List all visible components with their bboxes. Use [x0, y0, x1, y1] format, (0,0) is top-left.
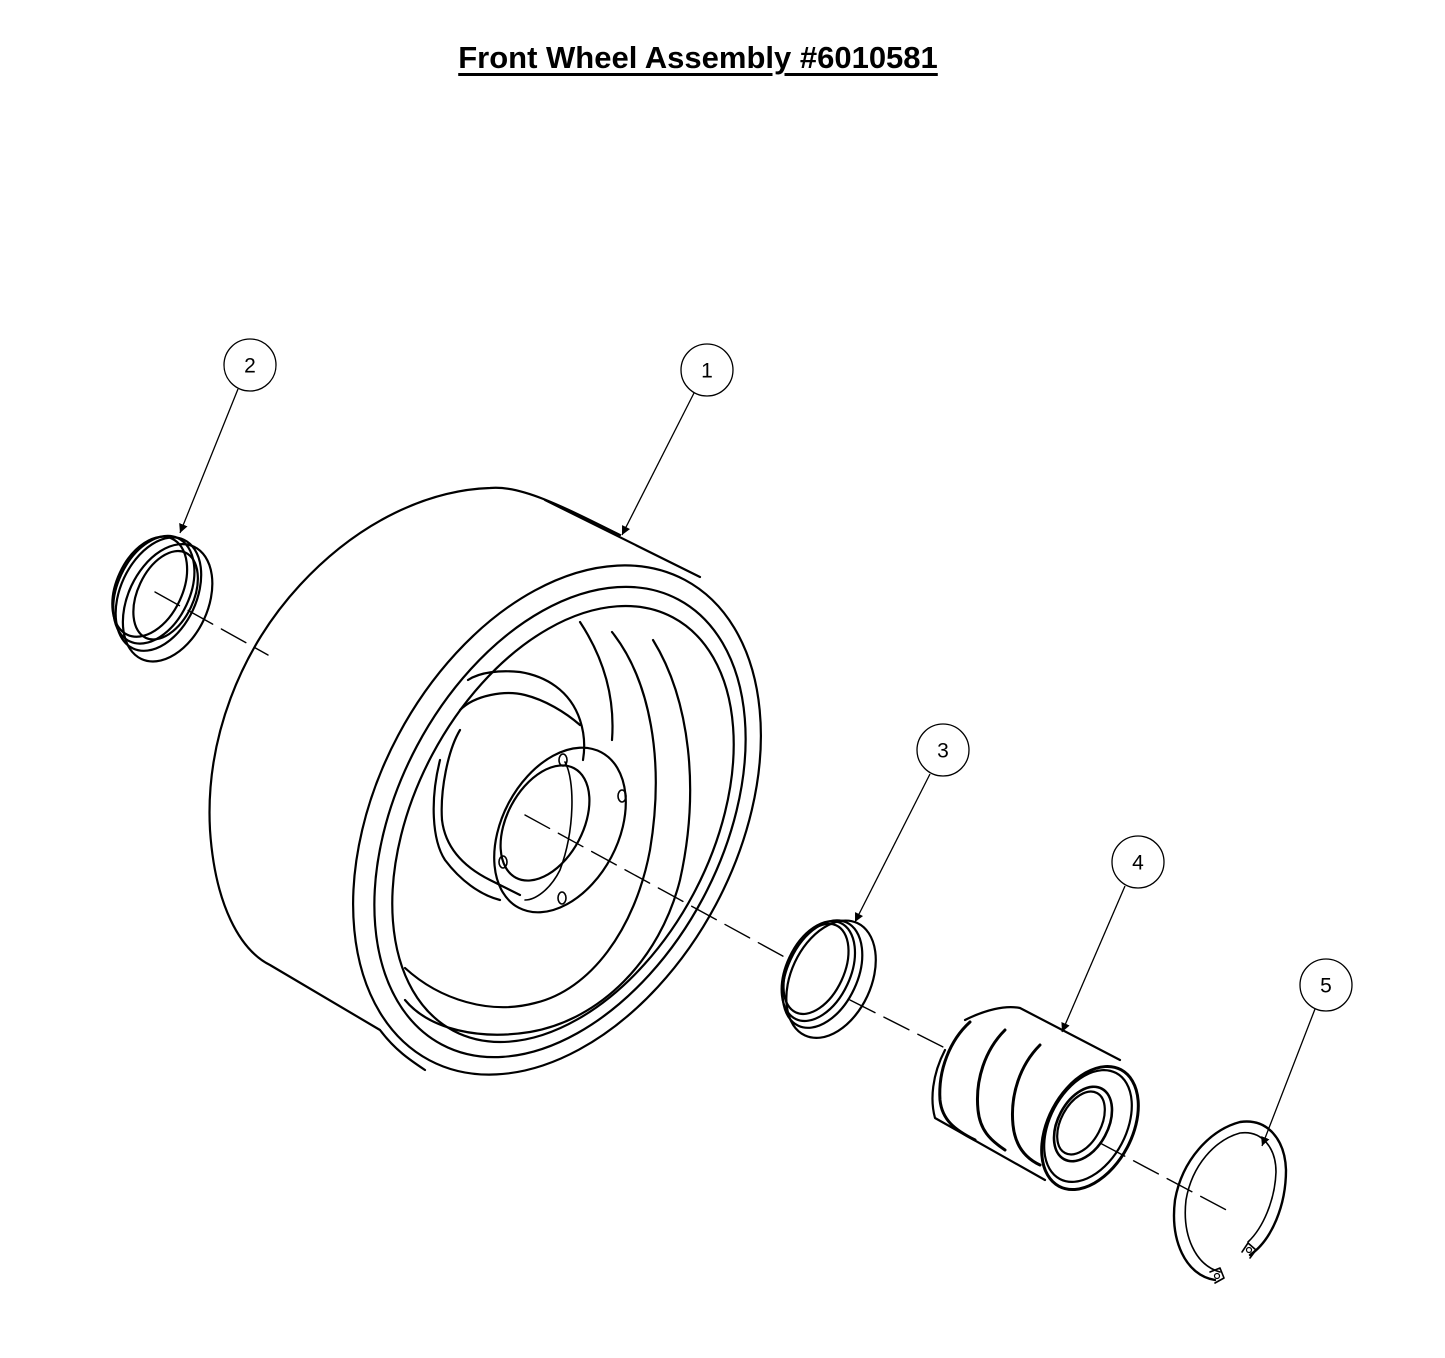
part-2-seal[interactable] — [91, 521, 231, 676]
callout-5-number: 5 — [1320, 975, 1332, 998]
callout-2: 2 — [179, 338, 277, 534]
part-3-seal[interactable] — [762, 903, 893, 1052]
part-4-bearing-stack[interactable] — [931, 1006, 1158, 1206]
center-axis-line — [154, 591, 1233, 1214]
part-5-retaining-ring[interactable] — [1172, 1120, 1288, 1284]
callout-2-number: 2 — [244, 355, 256, 378]
callout-1: 1 — [621, 343, 734, 536]
diagram-title: Front Wheel Assembly #6010581 — [458, 40, 938, 75]
callout-5: 5 — [1261, 958, 1353, 1147]
callout-1-number: 1 — [701, 360, 713, 383]
callout-4-number: 4 — [1132, 852, 1144, 875]
part-1-wheel[interactable] — [208, 486, 844, 1145]
callout-3: 3 — [854, 723, 970, 923]
callout-3-number: 3 — [937, 740, 949, 763]
callout-4: 4 — [1061, 835, 1165, 1033]
